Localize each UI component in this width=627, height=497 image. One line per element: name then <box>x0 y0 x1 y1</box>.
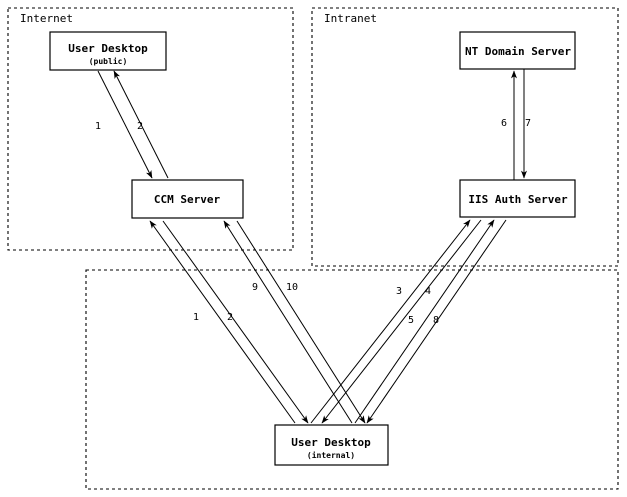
flow-internal-desktop-ccm-910: 9 10 <box>223 220 366 424</box>
node-title-user-desktop-internal: User Desktop <box>291 436 371 449</box>
node-user-desktop-public[interactable]: User Desktop (public) <box>49 31 167 71</box>
zone-internet-boundary <box>7 7 294 251</box>
flow-line-step-4 <box>321 219 482 424</box>
zone-internal-group <box>85 269 619 490</box>
flow-label-10: 10 <box>286 282 298 293</box>
node-iis-auth-server[interactable]: IIS Auth Server <box>459 179 576 218</box>
flow-label-9: 9 <box>252 282 258 293</box>
node-title-user-desktop-public: User Desktop <box>68 42 148 55</box>
zone-intranet-label: Intranet <box>324 12 377 25</box>
flow-line-step-10 <box>236 220 366 424</box>
node-nt-domain-server[interactable]: NT Domain Server <box>459 31 576 70</box>
node-subtitle-user-desktop-internal: (internal) <box>307 450 355 460</box>
node-title-iis-auth-server: IIS Auth Server <box>468 193 568 206</box>
flow-label-3: 3 <box>396 286 402 297</box>
node-box-nt-domain-server[interactable] <box>459 31 576 70</box>
flow-line-step-5 <box>354 219 495 424</box>
flow-line-step-8 <box>366 219 507 424</box>
flow-line-step-9 <box>223 220 353 424</box>
flow-iis-nt-domain: 6 7 <box>501 69 531 180</box>
flow-label-1-internal: 1 <box>193 312 199 323</box>
flow-label-2-internal: 2 <box>227 312 233 323</box>
flow-label-4: 4 <box>425 286 431 297</box>
node-box-user-desktop-internal[interactable] <box>274 424 389 466</box>
node-box-ccm-server[interactable] <box>131 179 244 219</box>
zone-intranet-group: Intranet <box>311 7 619 267</box>
flow-internal-desktop-iis-34: 3 4 <box>310 219 482 424</box>
flow-internal-desktop-iis-58: 5 8 <box>354 219 507 424</box>
flow-label-2-public: 2 <box>137 121 143 132</box>
flow-label-5: 5 <box>408 315 414 326</box>
zone-intranet-boundary <box>311 7 619 267</box>
flow-line-step-2-internal <box>162 220 309 424</box>
node-ccm-server[interactable]: CCM Server <box>131 179 244 219</box>
flow-label-1-public: 1 <box>95 121 101 132</box>
flow-line-step-1-internal <box>149 220 296 424</box>
flow-label-6: 6 <box>501 118 507 129</box>
flow-line-step-1-public <box>97 70 153 179</box>
flow-label-8: 8 <box>433 315 439 326</box>
zone-internet-group: Internet <box>7 7 294 251</box>
node-box-user-desktop-public[interactable] <box>49 31 167 71</box>
node-title-ccm-server: CCM Server <box>154 193 221 206</box>
node-subtitle-user-desktop-public: (public) <box>89 56 128 66</box>
zone-internet-label: Internet <box>20 12 73 25</box>
flow-label-7: 7 <box>525 118 531 129</box>
node-user-desktop-internal[interactable]: User Desktop (internal) <box>274 424 389 466</box>
flow-line-step-2-public <box>113 70 169 179</box>
flow-internal-desktop-ccm-12: 1 2 <box>149 220 309 424</box>
node-box-iis-auth-server[interactable] <box>459 179 576 218</box>
flow-line-step-3 <box>310 219 471 424</box>
zone-internal-boundary <box>85 269 619 490</box>
node-title-nt-domain-server: NT Domain Server <box>465 45 571 58</box>
flow-public-desktop-ccm: 1 2 <box>95 70 169 179</box>
